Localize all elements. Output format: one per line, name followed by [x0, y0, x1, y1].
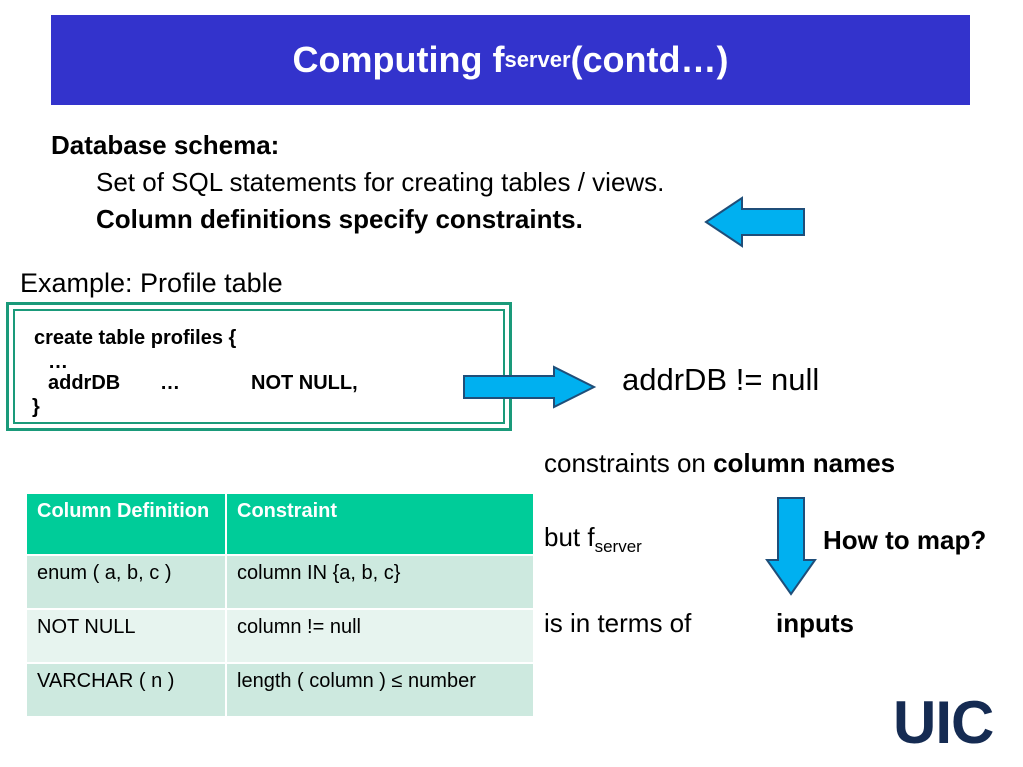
- constraints-prefix: constraints on: [544, 448, 714, 478]
- table-cell: VARCHAR ( n ): [25, 662, 227, 718]
- code-create-table: create table profiles {: [34, 327, 237, 349]
- but-prefix: but f: [544, 522, 595, 552]
- table-cell: column IN {a, b, c}: [225, 554, 535, 610]
- arrow-left-icon: [704, 196, 805, 248]
- table-cell: enum ( a, b, c ): [25, 554, 227, 610]
- code-column-name: addrDB: [48, 372, 121, 394]
- code-box: [6, 302, 512, 431]
- constraint-table: Column Definition Constraint enum ( a, b…: [25, 492, 535, 718]
- header-constraint: Constraint: [225, 492, 535, 556]
- code-not-null: NOT NULL,: [251, 372, 358, 394]
- but-subscript: server: [594, 537, 642, 556]
- but-fserver-text: but fserver: [544, 522, 642, 557]
- title-subscript: server: [504, 47, 571, 72]
- schema-constraints-note: Column definitions specify constraints.: [96, 204, 583, 234]
- terms-prefix: is in terms of: [544, 608, 692, 638]
- table-cell: NOT NULL: [25, 608, 227, 664]
- table-row: enum ( a, b, c ) column IN {a, b, c}: [25, 554, 535, 610]
- code-column-ellipsis: …: [160, 372, 180, 394]
- how-to-map-question: How to map?: [823, 525, 987, 555]
- code-closing-brace: }: [32, 396, 40, 418]
- title-main: Computing f: [292, 39, 505, 80]
- code-box-inner-border: [13, 309, 505, 424]
- arrow-right-icon: [463, 365, 597, 409]
- schema-heading: Database schema:: [51, 130, 280, 160]
- table-header-row: Column Definition Constraint: [25, 492, 535, 556]
- table-row: NOT NULL column != null: [25, 608, 535, 664]
- constraints-bold: column names: [713, 448, 896, 478]
- code-ellipsis: …: [48, 351, 68, 373]
- table-cell: length ( column ) ≤ number: [225, 662, 535, 718]
- constraints-on-text: constraints on column names: [544, 448, 895, 479]
- title-tail: (contd…): [570, 39, 729, 80]
- uic-logo: UIC: [893, 689, 994, 756]
- arrow-down-icon: [765, 497, 817, 596]
- schema-description: Set of SQL statements for creating table…: [96, 167, 665, 197]
- header-column-definition: Column Definition: [25, 492, 227, 556]
- table-row: VARCHAR ( n ) length ( column ) ≤ number: [25, 662, 535, 718]
- inputs-bold: inputs: [776, 608, 854, 638]
- example-label: Example: Profile table: [20, 268, 283, 298]
- addr-null-constraint: addrDB != null: [622, 362, 820, 397]
- table-cell: column != null: [225, 608, 535, 664]
